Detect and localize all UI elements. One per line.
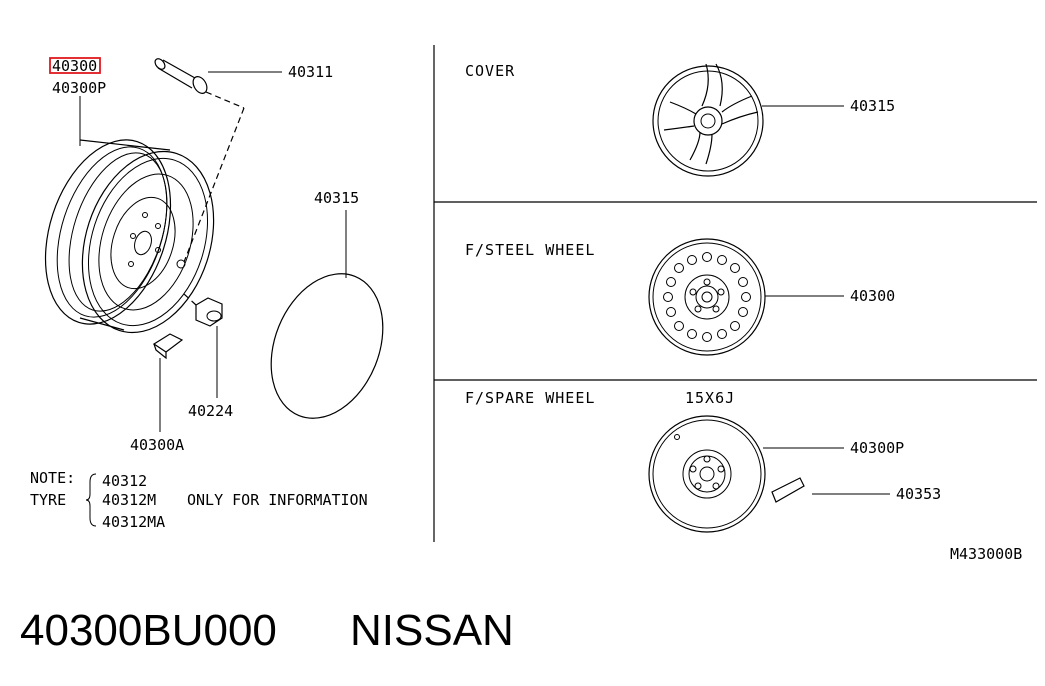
note-brace <box>85 473 97 527</box>
label-40315-left: 40315 <box>314 189 359 207</box>
tyre-label: TYRE <box>30 491 66 509</box>
spare-wheel-drawing <box>648 415 766 533</box>
cover-drawing <box>652 63 764 177</box>
spare-label-sticker <box>771 477 805 503</box>
highlight-box <box>49 57 101 74</box>
tyre-part-1: 40312 <box>102 472 147 490</box>
label-40315-right: 40315 <box>850 97 895 115</box>
steel-wheel-drawing <box>648 238 766 356</box>
part-number: 40300BU000 <box>20 606 277 655</box>
label-40300P-right: 40300P <box>850 439 904 457</box>
label-40300-highlighted: 40300 <box>52 57 97 75</box>
tyre-part-3: 40312MA <box>102 513 165 531</box>
brand-name: NISSAN <box>350 606 514 655</box>
balance-weight <box>152 333 184 360</box>
label-40224: 40224 <box>188 402 233 420</box>
info-text: ONLY FOR INFORMATION <box>187 491 368 509</box>
label-40353: 40353 <box>896 485 941 503</box>
wheel-nut <box>183 293 223 327</box>
note-label: NOTE: <box>30 469 75 487</box>
label-40300-right: 40300 <box>850 287 895 305</box>
diagram-code: M433000B <box>950 545 1022 563</box>
section-title-steel: F/STEEL WHEEL <box>465 241 595 259</box>
tyre-part-2: 40312M <box>102 491 156 509</box>
label-40300P-left: 40300P <box>52 79 106 97</box>
spare-size: 15X6J <box>685 389 735 407</box>
wheel-drawing <box>44 139 215 334</box>
cover-ring <box>270 273 384 419</box>
valve-stem <box>154 58 245 263</box>
section-title-cover: COVER <box>465 62 515 80</box>
label-40311: 40311 <box>288 63 333 81</box>
label-40300A: 40300A <box>130 436 184 454</box>
section-title-spare: F/SPARE WHEEL <box>465 389 595 407</box>
